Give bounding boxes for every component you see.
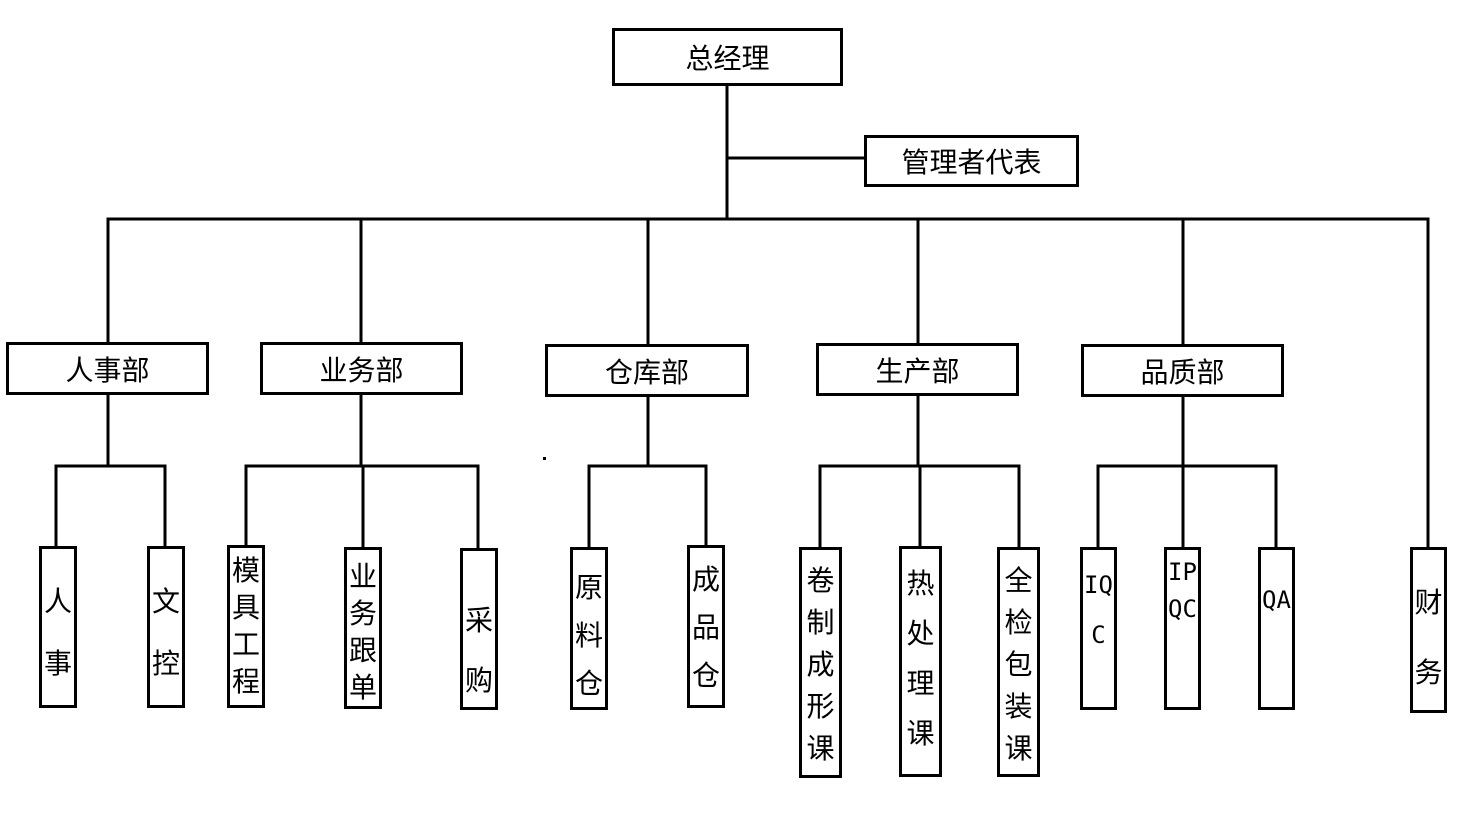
node-dept-production: 生产部 <box>816 343 1019 396</box>
node-dept-quality: 品质部 <box>1081 344 1284 397</box>
node-label: IQC <box>1084 571 1113 649</box>
node-label: 全检包装课 <box>1004 564 1033 765</box>
node-label: 人事 <box>43 585 72 680</box>
node-label: QA <box>1262 586 1291 614</box>
node-unit-document-control: 文控 <box>147 546 185 708</box>
node-unit-iqc: IQC <box>1080 547 1117 710</box>
node-label: 卷制成形课 <box>806 564 835 765</box>
node-unit-personnel: 人事 <box>39 546 77 708</box>
node-label: 总经理 <box>685 42 770 75</box>
node-unit-heat-treatment: 热处理课 <box>899 546 942 777</box>
node-unit-qa: QA <box>1258 547 1295 710</box>
node-label: 热处理课 <box>906 567 935 750</box>
node-unit-inspection-packing: 全检包装课 <box>997 547 1040 777</box>
node-unit-mold-engineering: 模具工程 <box>227 545 265 708</box>
node-unit-finished-goods-store: 成品仓 <box>687 545 725 708</box>
node-dept-business: 业务部 <box>260 342 463 395</box>
node-unit-ipqc: IPQC <box>1164 547 1201 710</box>
node-label: 采购 <box>464 604 493 697</box>
node-unit-finance: 财务 <box>1410 547 1447 713</box>
node-dept-warehouse: 仓库部 <box>545 344 749 397</box>
stray-dot <box>543 457 546 460</box>
node-unit-order-follow-up: 业务跟单 <box>344 547 382 709</box>
node-label: 生产部 <box>875 354 960 388</box>
node-unit-coil-forming: 卷制成形课 <box>799 547 842 778</box>
node-label: 仓库部 <box>604 355 689 389</box>
node-label: 文控 <box>151 585 180 680</box>
node-dept-hr: 人事部 <box>6 342 209 395</box>
node-label: IPQC <box>1168 558 1197 623</box>
node-label: 业务部 <box>319 353 404 387</box>
node-unit-purchasing: 采购 <box>460 548 498 710</box>
node-general-manager: 总经理 <box>612 28 843 86</box>
node-label: 成品仓 <box>691 563 720 692</box>
node-label: 业务跟单 <box>348 560 377 704</box>
node-label: 人事部 <box>65 353 150 387</box>
node-label: 原料仓 <box>574 571 603 700</box>
node-label: 模具工程 <box>231 554 260 698</box>
node-label: 品质部 <box>1140 355 1225 389</box>
node-label: 管理者代表 <box>901 146 1042 179</box>
node-unit-raw-material-store: 原料仓 <box>570 547 608 710</box>
node-label: 财务 <box>1414 586 1443 689</box>
node-management-representative: 管理者代表 <box>864 135 1079 187</box>
